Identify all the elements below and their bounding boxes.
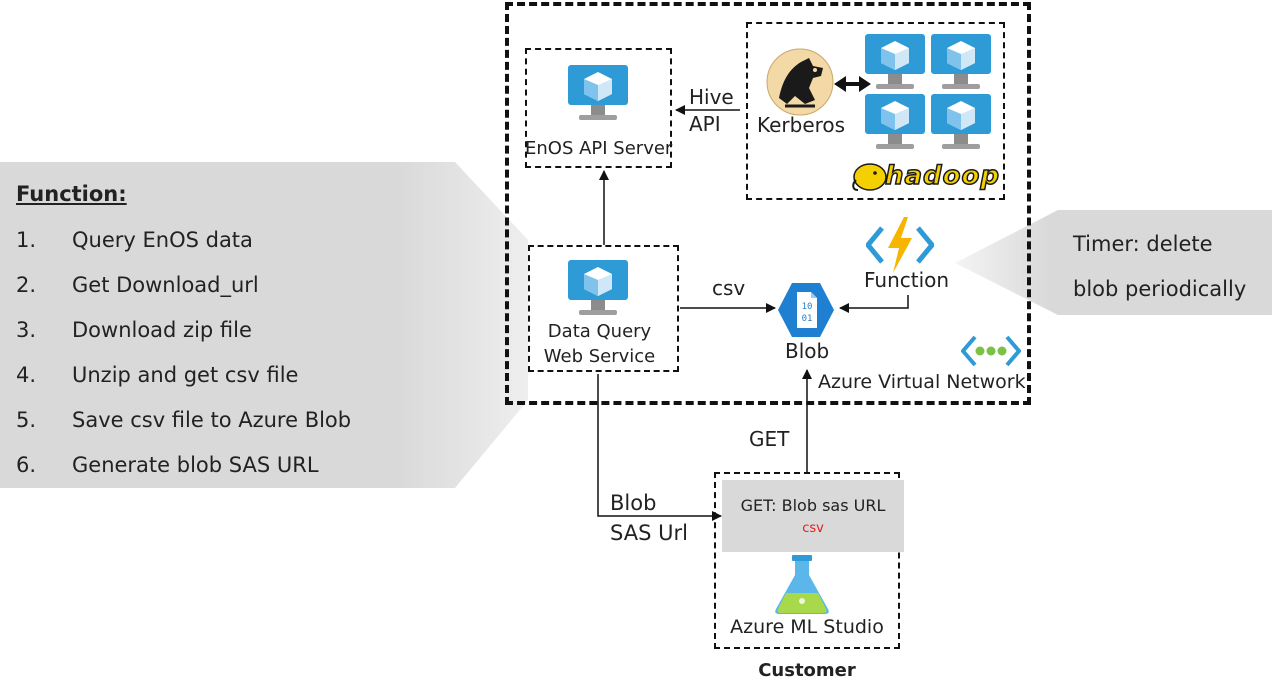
- function-label: Function: [864, 268, 950, 292]
- hadoop-cluster-box: [746, 22, 1005, 200]
- csv-edge-label: csv: [712, 276, 746, 300]
- data-query-line1: Data Query: [547, 321, 652, 342]
- blob-icon: 10 01: [778, 283, 834, 337]
- blob-sas-line2: SAS Url: [610, 521, 688, 545]
- function-icon: [866, 217, 934, 273]
- function-heading: Function:: [16, 182, 127, 206]
- ml-studio-label: Azure ML Studio: [730, 616, 884, 638]
- vm-icon: [865, 34, 925, 89]
- enos-api-server-label: EnOS API Server: [525, 138, 673, 159]
- ml-flask-icon: [775, 555, 829, 614]
- kerberos-icon: [766, 48, 834, 116]
- vm-icon: [865, 94, 925, 149]
- data-query-line2: Web Service: [543, 346, 656, 367]
- enos-api-server-box: [525, 48, 672, 168]
- hadoop-label: hadoop: [884, 161, 1001, 191]
- vm-icon: [931, 94, 991, 149]
- hadoop-logo-icon: [852, 163, 887, 191]
- hive-api-line1: Hive: [689, 85, 734, 109]
- vnet-icon: [961, 335, 1021, 367]
- kerberos-label: Kerberos: [757, 113, 846, 137]
- get-edge-label: GET: [749, 427, 790, 451]
- customer-label: Customer: [758, 660, 856, 681]
- timer-line2: blob periodically: [1073, 277, 1247, 301]
- vm-icon: [931, 34, 991, 89]
- blob-label: Blob: [785, 339, 830, 363]
- svg-text:01: 01: [802, 314, 813, 324]
- vm-icon: [568, 65, 628, 120]
- vnet-boundary: [505, 2, 1031, 405]
- customer-box: [714, 472, 900, 649]
- svg-text:10: 10: [802, 302, 813, 312]
- csv-small-label: csv: [802, 521, 824, 536]
- vm-icon: [568, 260, 628, 315]
- data-query-box: [528, 245, 679, 372]
- blob-sas-line1: Blob: [610, 491, 657, 515]
- hive-api-line2: API: [689, 112, 721, 136]
- vnet-label: Azure Virtual Network: [818, 371, 1026, 393]
- timer-line1: Timer: delete: [1073, 232, 1213, 256]
- get-request-bar: [722, 480, 904, 552]
- get-blob-sas-label: GET: Blob sas URL: [740, 496, 886, 515]
